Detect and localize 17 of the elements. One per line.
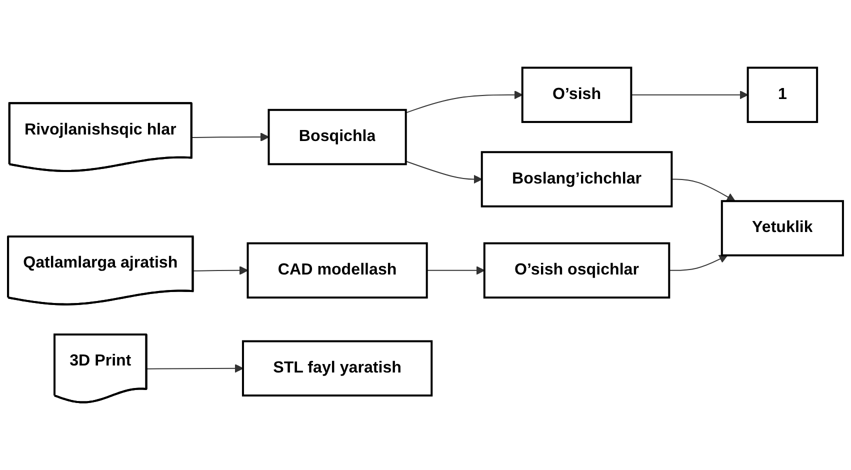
arrow (146, 364, 244, 373)
arrow (192, 132, 270, 142)
node-box (268, 108, 407, 166)
arrow (631, 90, 748, 100)
node-box (483, 242, 670, 299)
node-box (246, 242, 428, 299)
arrow (406, 160, 482, 184)
node-box (521, 66, 632, 123)
arrow (669, 254, 728, 271)
node-box (242, 340, 433, 396)
node-box (480, 151, 673, 208)
arrow (406, 90, 523, 114)
arrow (193, 266, 248, 275)
arrow (672, 178, 736, 202)
arrow (426, 266, 485, 275)
node-box (746, 66, 818, 123)
node-box (720, 200, 844, 256)
